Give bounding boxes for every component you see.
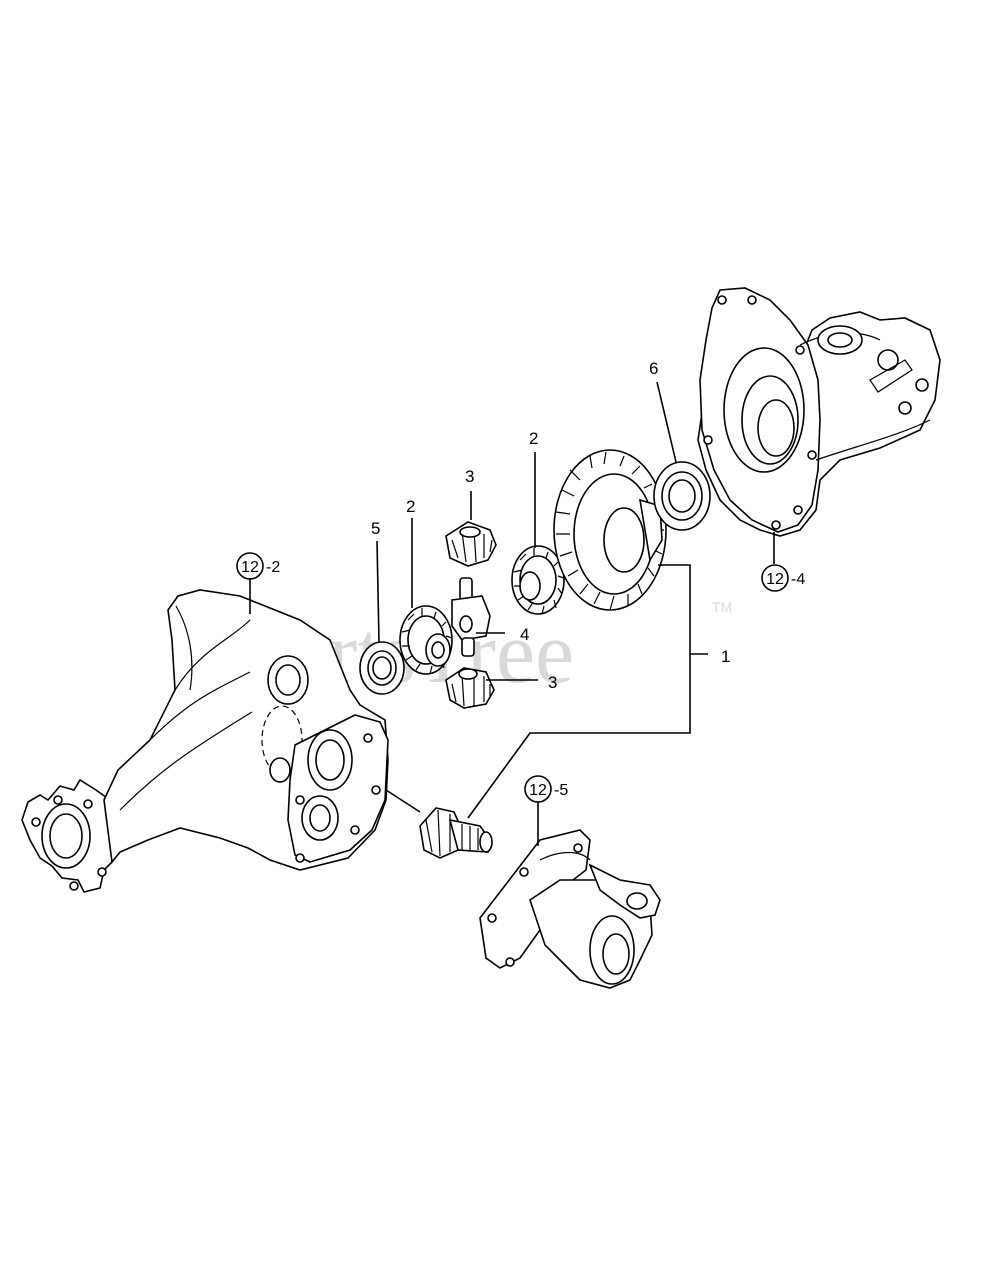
ref-number-12-4: 12 (766, 571, 784, 588)
ref-tag-12-5: 12 -5 (524, 775, 568, 803)
part-ring-gear[interactable] (553, 449, 667, 611)
ref-number-12-5: 12 (529, 782, 547, 799)
ref-circle-12-5 (524, 775, 552, 803)
part-side-gear-left[interactable] (399, 605, 453, 675)
part-pinion-upper[interactable] (445, 521, 497, 567)
part-axle-housing-left[interactable] (21, 589, 389, 893)
callout-2-left: 2 (406, 497, 415, 516)
ref-suffix-12-4: -4 (791, 571, 805, 588)
part-axle-housing-right[interactable] (697, 287, 941, 537)
callout-2-upper: 2 (529, 429, 538, 448)
part-pinion-lower[interactable] (445, 667, 495, 709)
callout-3-upper: 3 (465, 467, 474, 486)
ref-circle-12-2 (236, 552, 264, 580)
ref-tag-12-4: 12 -4 (761, 564, 805, 592)
part-bearing-5[interactable] (359, 641, 405, 695)
callout-3-lower: 3 (548, 673, 557, 692)
ref-tag-12-2: 12 -2 (236, 552, 280, 580)
callout-6: 6 (649, 359, 658, 378)
part-bearing-6[interactable] (653, 461, 711, 531)
ref-suffix-12-2: -2 (266, 559, 280, 576)
callout-5: 5 (371, 519, 380, 538)
callout-4: 4 (520, 625, 529, 644)
ref-suffix-12-5: -5 (554, 782, 568, 799)
part-lower-housing[interactable] (479, 829, 661, 989)
callout-1: 1 (721, 647, 730, 666)
watermark-tm: TM (712, 599, 732, 615)
ref-number-12-2: 12 (241, 559, 259, 576)
part-drive-pinion[interactable] (385, 789, 493, 859)
part-pinion-shaft[interactable] (451, 577, 491, 657)
part-side-gear-right[interactable] (511, 545, 565, 615)
leader-lines (249, 381, 775, 846)
callout-labels: 6 2 3 5 2 4 3 1 (371, 359, 730, 692)
ref-circle-12-4 (761, 564, 789, 592)
